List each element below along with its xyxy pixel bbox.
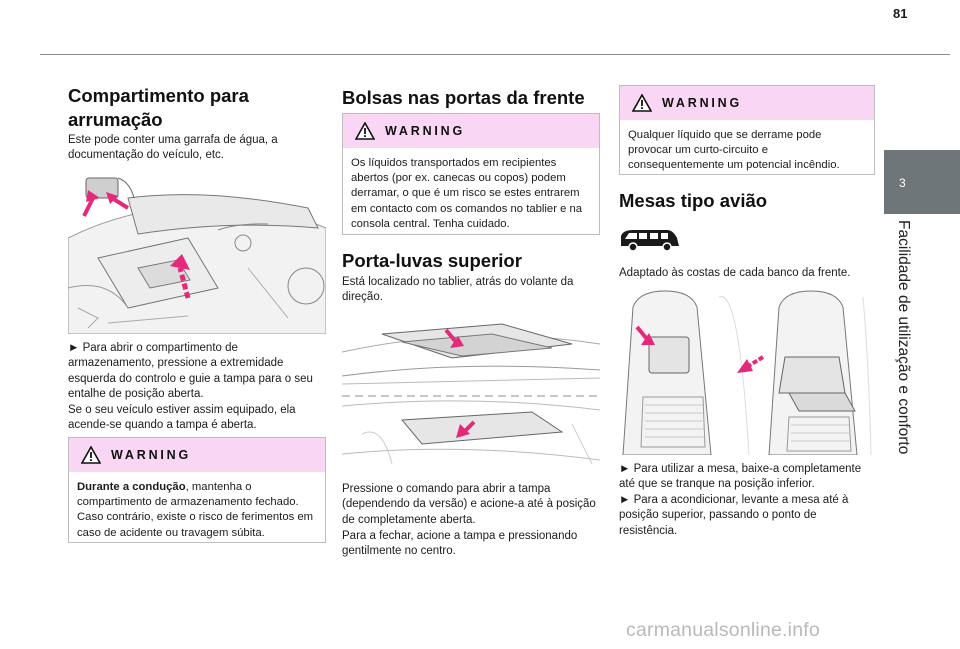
door-pockets-title: Bolsas nas portas da frente (342, 87, 585, 108)
page-number: 81 (893, 6, 908, 21)
upper-glovebox-instruction-2: Para a fechar, acione a tampa e pression… (342, 530, 578, 558)
upper-glovebox-intro: Está localizado no tablier, atrás do vol… (342, 276, 574, 304)
header-rule (40, 54, 950, 55)
airplane-tables-illustration (619, 287, 875, 455)
warning-triangle-icon (355, 122, 375, 140)
chapter-tab[interactable] (884, 150, 960, 214)
warning-body: Os líquidos transportados em recipientes… (351, 157, 583, 230)
airplane-tables-intro: Adaptado às costas de cada banco da fren… (619, 267, 851, 279)
warning-header: WARNING (343, 114, 599, 148)
warning-header: WARNING (620, 86, 874, 120)
warning-body: Durante a condução, mantenha o compartim… (69, 472, 325, 541)
warning-bold-text: Durante a condução (77, 481, 186, 493)
upper-glovebox-instruction-1: Pressione o comando para abrir a tampa (… (342, 483, 596, 526)
storage-compartment-warning: WARNING Durante a condução, mantenha o c… (68, 437, 326, 543)
electrical-warning: WARNING Qualquer líquido que se derrame … (619, 85, 875, 175)
door-pockets-warning: WARNING Os líquidos transportados em rec… (342, 113, 600, 235)
warning-triangle-icon (81, 446, 101, 464)
storage-compartment-intro: Este pode conter uma garrafa de água, a … (68, 134, 278, 162)
airplane-tables-instruction-2: ► Para a acondicionar, levante a mesa at… (619, 494, 849, 537)
warning-header: WARNING (69, 438, 325, 472)
van-icon (619, 226, 681, 252)
storage-compartment-illustration (68, 168, 326, 334)
warning-title: WARNING (111, 448, 192, 462)
warning-body: Qualquer líquido que se derrame pode pro… (628, 129, 840, 172)
chapter-tab-number: 3 (899, 176, 906, 190)
storage-compartment-instruction-1: ► Para abrir o compartimento de armazena… (68, 342, 313, 401)
upper-glovebox-title: Porta-luvas superior (342, 250, 522, 271)
warning-title: WARNING (662, 96, 743, 110)
airplane-tables-instruction-1: ► Para utilizar a mesa, baixe-a completa… (619, 463, 862, 491)
warning-title: WARNING (385, 124, 466, 138)
chapter-title-vertical: Facilidade de utilização e conforto (895, 220, 912, 455)
airplane-tables-title: Mesas tipo avião (619, 190, 768, 211)
upper-glovebox-illustration (342, 314, 600, 472)
warning-triangle-icon (632, 94, 652, 112)
warning-text: , mantenha o compartimento de armazename… (77, 481, 314, 539)
storage-compartment-instruction-2: Se o seu veículo estiver assim equipado,… (68, 404, 296, 432)
watermark: carmanualsonline.info (626, 619, 820, 641)
storage-compartment-title: Compartimento para arrumação (68, 85, 249, 130)
